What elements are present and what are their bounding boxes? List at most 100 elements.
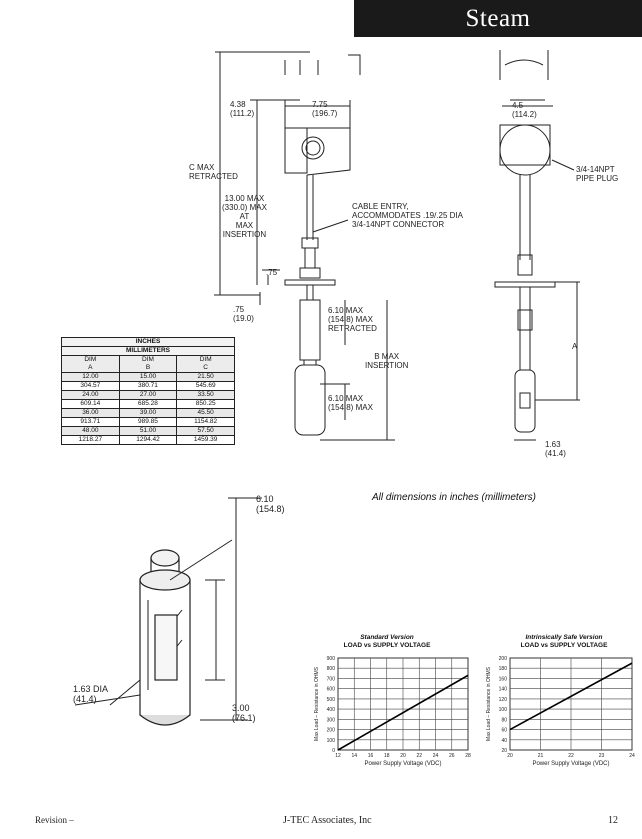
table-cell: 15.00	[118, 372, 178, 382]
chart2-titles: Intrinsically Safe Version LOAD vs SUPPL…	[488, 634, 640, 650]
x-tick-label: 20	[507, 753, 513, 759]
y-tick-label: 300	[327, 717, 336, 723]
table-cell: 304.57	[61, 381, 120, 391]
chart1-subtitle: LOAD vs SUPPLY VOLTAGE	[343, 642, 431, 649]
y-tick-label: 400	[327, 707, 336, 713]
y-tick-label: 700	[327, 676, 336, 682]
pipe-plug-label: 3/4-14NPT PIPE PLUG	[576, 165, 619, 183]
table-title-inches: INCHES	[61, 337, 235, 347]
section-header: Steam	[354, 0, 642, 37]
table-cell: 1218.27	[61, 435, 120, 445]
sensor-dimension-drawing	[214, 50, 580, 441]
footer-page-number: 12	[608, 815, 618, 826]
table-cell: 21.50	[176, 372, 235, 382]
dim-0-75-mm-label: .75 (19.0)	[233, 305, 254, 323]
x-tick-label: 16	[368, 753, 374, 759]
y-tick-label: 120	[499, 697, 508, 703]
dim-0-75-label: .75	[266, 268, 278, 277]
y-tick-label: 900	[327, 656, 336, 662]
x-tick-label: 18	[384, 753, 390, 759]
y-tick-label: 20	[501, 748, 507, 754]
iso-1-63-dia-label: 1.63 DIA (41.4)	[73, 684, 109, 704]
dim-7-75-label: 7.75 (196.7)	[312, 100, 338, 118]
x-tick-label: 24	[629, 753, 635, 759]
table-cell: 48.00	[61, 426, 120, 436]
y-tick-label: 200	[499, 656, 508, 662]
y-tick-label: 500	[327, 697, 336, 703]
table-cell: 609.14	[61, 399, 120, 409]
table-title-millimeters: MILLIMETERS	[61, 346, 235, 356]
chart1-title: Standard Version	[360, 634, 414, 641]
probe-isometric-drawing	[74, 497, 262, 726]
table-header-b: DIM B	[118, 355, 178, 373]
y-tick-label: 0	[332, 748, 335, 754]
dim-6-10-retracted-label: 6.10 MAX (154.8) MAX RETRACTED	[328, 306, 377, 333]
chart2-subtitle: LOAD vs SUPPLY VOLTAGE	[520, 642, 608, 649]
cable-entry-label: CABLE ENTRY, ACCOMMODATES .19/.25 DIA 3/…	[352, 202, 463, 229]
table-cell: 45.50	[176, 408, 235, 418]
chart1-titles: Standard Version LOAD vs SUPPLY VOLTAGE	[312, 634, 462, 650]
x-axis-label: Power Supply Voltage (VDC)	[532, 761, 609, 767]
y-tick-label: 160	[499, 676, 508, 682]
chart2-title: Intrinsically Safe Version	[525, 634, 603, 641]
dim-13-00-label: 13.00 MAX (330.0) MAX AT MAX INSERTION	[222, 194, 267, 239]
x-tick-label: 24	[433, 753, 439, 759]
dimensions-note: All dimensions in inches (millimeters)	[372, 492, 536, 503]
table-cell: 1154.82	[176, 417, 235, 427]
table-cell: 1294.42	[118, 435, 178, 445]
y-tick-label: 200	[327, 728, 336, 734]
section-title: Steam	[465, 4, 531, 32]
table-cell: 913.71	[61, 417, 120, 427]
y-tick-label: 600	[327, 687, 336, 693]
dim-1-63-label: 1.63 (41.4)	[545, 440, 566, 458]
dim-6-10-max-label: 6.10 MAX (154.8) MAX	[328, 394, 373, 412]
footer-company: J-TEC Associates, Inc	[283, 815, 372, 826]
table-cell: 36.00	[61, 408, 120, 418]
series-line	[337, 674, 469, 751]
table-cell: 989.85	[118, 417, 178, 427]
iso-6-10-label: 6.10 (154.8)	[256, 494, 285, 514]
table-cell: 850.25	[176, 399, 235, 409]
table-cell: 57.50	[176, 426, 235, 436]
table-cell: 33.50	[176, 390, 235, 400]
y-tick-label: 40	[501, 738, 507, 744]
x-tick-label: 26	[449, 753, 455, 759]
x-tick-label: 20	[400, 753, 406, 759]
table-cell: 39.00	[118, 408, 178, 418]
x-tick-label: 23	[599, 753, 605, 759]
y-axis-label: Max Load – Resistance in OHMS	[486, 666, 492, 741]
y-tick-label: 100	[327, 738, 336, 744]
table-cell: 24.00	[61, 390, 120, 400]
iso-3-00-label: 3.00 (76.1)	[232, 703, 256, 723]
footer-revision: Revision –	[35, 815, 74, 825]
dim-c-max-label: C MAX RETRACTED	[189, 163, 238, 181]
dim-b-max-label: B MAX INSERTION	[365, 352, 409, 370]
y-tick-label: 100	[499, 707, 508, 713]
y-tick-label: 80	[501, 717, 507, 723]
table-header-c: DIM C	[176, 355, 235, 373]
y-tick-label: 140	[499, 687, 508, 693]
y-tick-label: 800	[327, 666, 336, 672]
dim-4-5-label: 4.5 (114.2)	[512, 101, 537, 119]
x-tick-label: 12	[335, 753, 341, 759]
dim-4-38-label: 4.38 (111.2)	[230, 100, 255, 118]
table-header-a: DIM A	[61, 355, 120, 373]
y-tick-label: 60	[501, 728, 507, 734]
y-axis-label: Max Load – Resistance in OHMS	[314, 666, 320, 741]
x-tick-label: 14	[351, 753, 357, 759]
series-line	[509, 662, 633, 731]
x-tick-label: 28	[465, 753, 471, 759]
table-cell: 51.00	[118, 426, 178, 436]
table-cell: 27.00	[118, 390, 178, 400]
